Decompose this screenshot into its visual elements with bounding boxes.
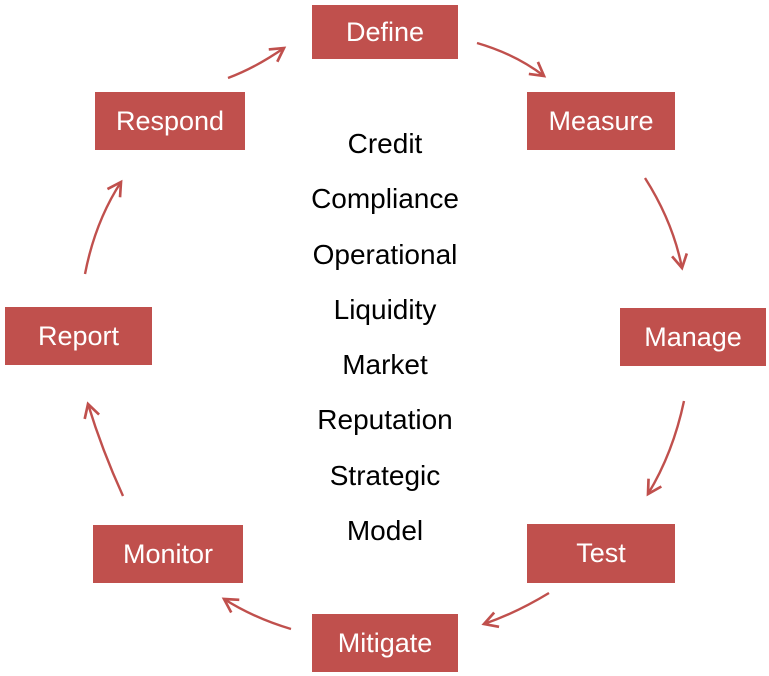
cycle-step-measure: Measure xyxy=(527,92,675,150)
risk-type-market: Market xyxy=(342,349,428,381)
arrow-respond-to-define xyxy=(227,46,287,80)
risk-type-strategic: Strategic xyxy=(329,459,441,491)
cycle-step-define: Define xyxy=(312,5,458,59)
cycle-step-manage-label: Manage xyxy=(644,321,742,352)
cycle-step-mitigate-label: Mitigate xyxy=(337,627,433,658)
cycle-step-report-label: Report xyxy=(37,320,120,351)
cycle-step-respond-label: Respond xyxy=(115,105,225,136)
risk-type-credit: Credit xyxy=(347,128,423,159)
cycle-step-define-label: Define xyxy=(345,16,425,47)
arrow-monitor-to-report xyxy=(83,401,125,497)
risk-type-reputation: Reputation xyxy=(317,404,453,436)
risk-type-compliance: Compliance xyxy=(311,183,459,215)
cycle-step-test: Test xyxy=(527,524,675,583)
cycle-step-monitor-label: Monitor xyxy=(122,538,214,569)
arrow-measure-to-manage xyxy=(643,177,689,271)
risk-type-liquidity: Liquidity xyxy=(333,293,437,325)
cycle-step-monitor: Monitor xyxy=(93,525,243,583)
risk-type-list: Credit Compliance Operational Liquidity … xyxy=(235,116,535,558)
cycle-step-manage: Manage xyxy=(620,308,766,366)
cycle-step-measure-label: Measure xyxy=(548,105,654,136)
cycle-step-report: Report xyxy=(5,307,152,365)
risk-type-model: Model xyxy=(346,515,424,547)
arrow-report-to-respond xyxy=(83,179,123,275)
arrow-test-to-mitigate xyxy=(481,591,550,629)
arrow-mitigate-to-monitor xyxy=(221,597,292,631)
arrow-manage-to-test xyxy=(646,400,686,497)
cycle-step-test-label: Test xyxy=(576,538,626,568)
cycle-step-respond: Respond xyxy=(95,92,245,150)
cycle-step-mitigate: Mitigate xyxy=(312,614,458,672)
risk-type-operational: Operational xyxy=(312,238,458,270)
arrow-define-to-measure xyxy=(476,41,547,78)
